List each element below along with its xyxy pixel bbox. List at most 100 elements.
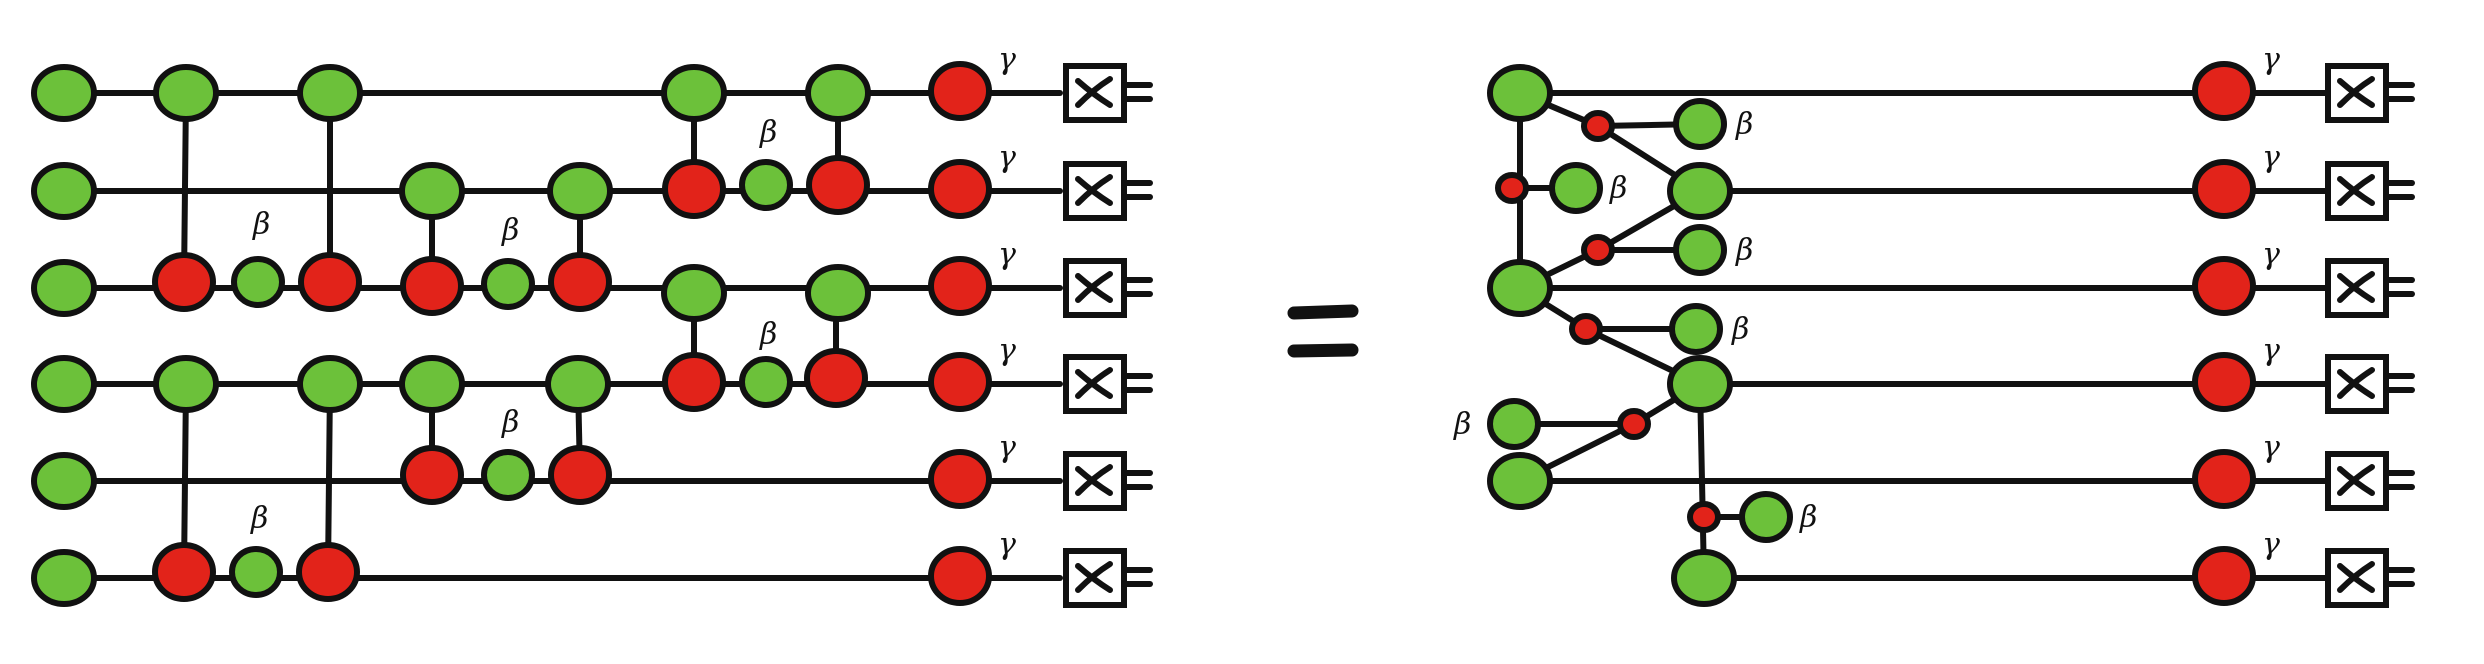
beta-label: β	[1799, 500, 1817, 535]
gamma-label: γ	[998, 527, 1016, 562]
gamma-label: γ	[2262, 333, 2280, 368]
z-spider	[1487, 398, 1541, 450]
z-spider	[153, 355, 219, 413]
x-spider	[1617, 408, 1651, 440]
x-spider	[2192, 159, 2256, 219]
x-spider	[1495, 172, 1529, 204]
z-spider	[805, 64, 871, 122]
measurement-box	[2325, 548, 2389, 608]
measurement-symbol	[1075, 76, 1113, 108]
x-spider	[2192, 449, 2256, 509]
beta-label: β	[1609, 171, 1627, 206]
measurement-icon	[2325, 354, 2415, 414]
x-spider	[298, 252, 362, 312]
z-spider	[31, 355, 97, 413]
x-spider	[806, 155, 870, 215]
beta-label: β	[1735, 107, 1753, 142]
x-spider	[400, 256, 464, 316]
z-spider	[1673, 224, 1727, 276]
z-spider	[1669, 303, 1723, 355]
z-spider	[481, 449, 535, 501]
z-spider	[661, 64, 727, 122]
measurement-symbol	[2337, 271, 2375, 303]
measurement-symbol	[2337, 76, 2375, 108]
z-spider	[1667, 355, 1733, 413]
x-spider	[2192, 256, 2256, 316]
x-spider	[928, 159, 992, 219]
x-spider	[662, 159, 726, 219]
gamma-label: γ	[998, 140, 1016, 175]
measurement-icon	[1063, 63, 1153, 123]
measurement-symbol	[2337, 561, 2375, 593]
wire	[1697, 381, 1707, 581]
gamma-label: γ	[998, 333, 1016, 368]
measurement-symbol	[2337, 367, 2375, 399]
z-spider	[1487, 64, 1553, 122]
wire	[325, 381, 333, 575]
equals-sign	[1287, 304, 1359, 358]
measurement-icon	[2325, 258, 2415, 318]
x-spider	[804, 348, 868, 408]
z-spider	[153, 64, 219, 122]
z-spider	[31, 162, 97, 220]
z-spider	[297, 355, 363, 413]
wire	[181, 90, 189, 285]
x-spider	[1581, 110, 1615, 142]
x-spider	[1687, 501, 1721, 533]
z-spider	[31, 259, 97, 317]
measurement-box	[2325, 354, 2389, 414]
z-spider	[545, 355, 611, 413]
z-spider	[547, 162, 613, 220]
wire	[181, 381, 189, 575]
measurement-icon	[1063, 548, 1153, 608]
z-spider	[297, 64, 363, 122]
beta-label: β	[759, 317, 777, 352]
x-spider	[928, 256, 992, 316]
beta-label: β	[1735, 233, 1753, 268]
z-spider	[481, 258, 535, 310]
x-spider	[548, 252, 612, 312]
measurement-icon	[2325, 451, 2415, 511]
measurement-icon	[2325, 63, 2415, 123]
measurement-box	[1063, 451, 1127, 511]
x-spider	[152, 252, 216, 312]
z-spider	[1549, 162, 1603, 214]
beta-label: β	[1731, 312, 1749, 347]
beta-label: β	[501, 213, 519, 248]
z-spider	[1487, 259, 1553, 317]
z-spider	[805, 264, 871, 322]
x-spider	[296, 542, 360, 602]
x-spider	[928, 61, 992, 121]
measurement-symbol	[2337, 174, 2375, 206]
gamma-label: γ	[2262, 42, 2280, 77]
measurement-box	[1063, 161, 1127, 221]
measurement-icon	[2325, 161, 2415, 221]
z-spider	[31, 549, 97, 607]
measurement-symbol	[1075, 174, 1113, 206]
measurement-icon	[1063, 354, 1153, 414]
gamma-label: γ	[2262, 527, 2280, 562]
gamma-label: γ	[2262, 140, 2280, 175]
z-spider	[229, 546, 283, 598]
x-spider	[1569, 313, 1603, 345]
z-spider	[739, 356, 793, 408]
beta-label: β	[250, 501, 268, 536]
beta-label: β	[1453, 407, 1471, 442]
z-spider	[1667, 162, 1733, 220]
z-spider	[1673, 98, 1727, 150]
measurement-symbol	[1075, 464, 1113, 496]
gamma-label: γ	[998, 430, 1016, 465]
z-spider	[739, 159, 793, 211]
beta-label: β	[759, 115, 777, 150]
x-spider	[400, 445, 464, 505]
measurement-icon	[2325, 548, 2415, 608]
z-spider	[1671, 549, 1737, 607]
x-spider	[928, 546, 992, 606]
z-spider	[31, 452, 97, 510]
x-spider	[548, 445, 612, 505]
z-spider	[1487, 452, 1553, 510]
measurement-icon	[1063, 258, 1153, 318]
